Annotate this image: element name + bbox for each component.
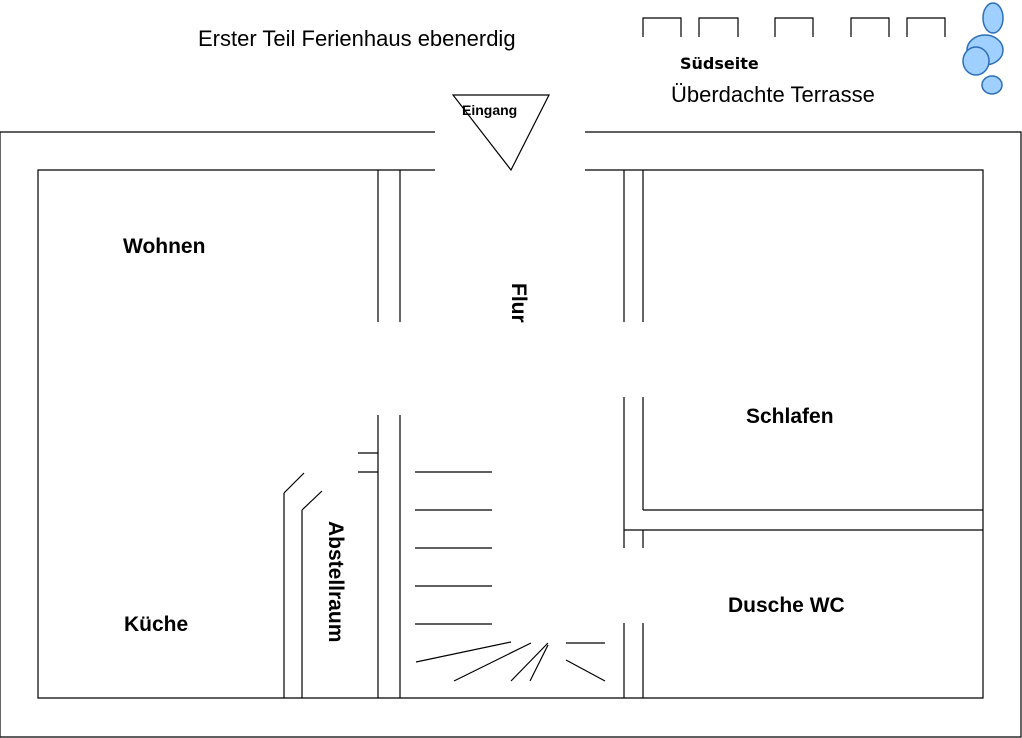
plan-title: Erster Teil Ferienhaus ebenerdig	[198, 26, 516, 51]
side-label: Südseite	[680, 54, 759, 73]
partition-abstellraum	[283, 472, 323, 698]
partition-schlafen-dusche	[624, 509, 983, 531]
partition-flur-right	[623, 170, 644, 698]
room-label-wohnen: Wohnen	[123, 235, 205, 258]
partition-wohnen-flur	[358, 170, 401, 698]
bush-icon	[962, 2, 1004, 95]
room-label-kueche: Küche	[124, 613, 188, 636]
staircase	[415, 471, 606, 682]
inner-wall	[37, 169, 984, 699]
room-label-abstellraum: Abstellraum	[324, 521, 347, 642]
terrace-posts	[642, 17, 946, 37]
room-label-flur: Flur	[507, 283, 530, 323]
room-label-schlafen: Schlafen	[746, 405, 834, 428]
entrance-label: Eingang	[462, 102, 517, 118]
room-label-dusche-wc: Dusche WC	[728, 594, 845, 617]
terrace-label: Überdachte Terrasse	[671, 82, 875, 107]
entrance-arrow	[451, 94, 550, 172]
outer-wall	[0, 131, 1022, 738]
